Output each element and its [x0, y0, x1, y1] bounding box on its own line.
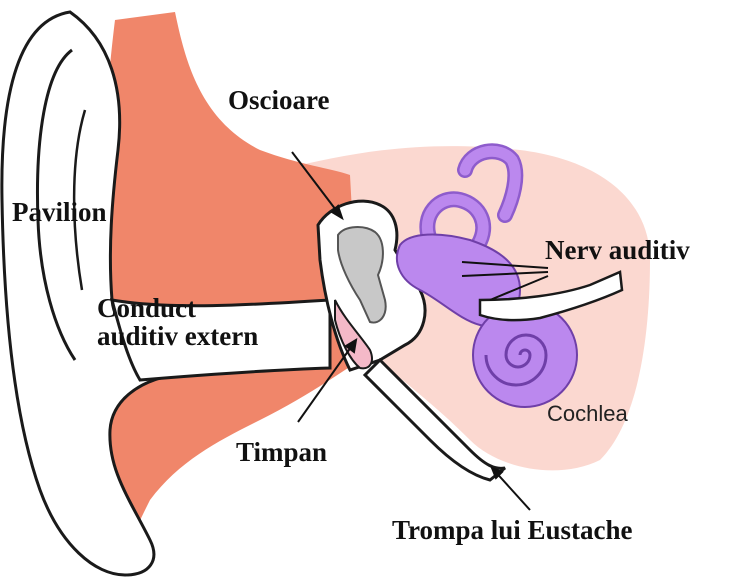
label-oscioare: Oscioare — [228, 86, 329, 114]
label-conduct-auditiv-extern: Conduct auditiv extern — [97, 294, 258, 351]
label-trompa-lui-eustache: Trompa lui Eustache — [392, 516, 633, 544]
label-conduct-line2: auditiv extern — [97, 322, 258, 350]
label-pavilion: Pavilion — [12, 198, 107, 226]
label-cochlea: Cochlea — [547, 401, 628, 427]
label-timpan: Timpan — [236, 438, 327, 466]
label-conduct-line1: Conduct — [97, 294, 258, 322]
label-nerv-auditiv: Nerv auditiv — [545, 236, 690, 264]
